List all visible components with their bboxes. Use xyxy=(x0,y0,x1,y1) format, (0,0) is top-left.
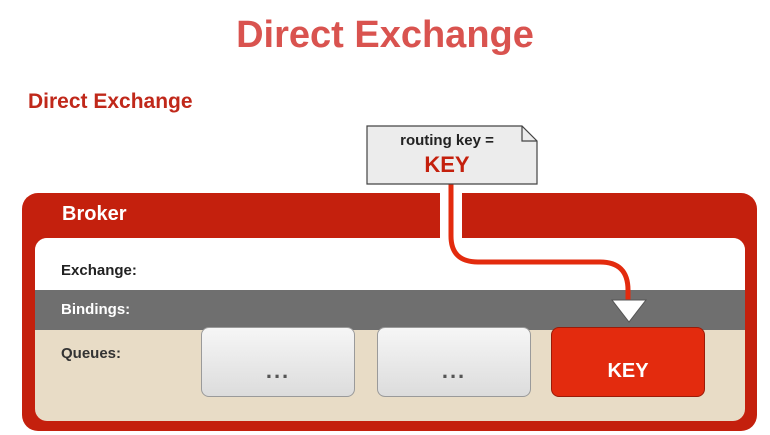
broker-label: Broker xyxy=(62,203,127,225)
queue-2: ... xyxy=(377,327,531,397)
routing-key-value: KEY xyxy=(424,152,470,177)
routing-key-label: routing key = xyxy=(400,132,494,149)
routing-path-line xyxy=(448,179,631,303)
message-note xyxy=(366,125,538,185)
exchange-label: Exchange: xyxy=(61,262,137,279)
queues-label: Queues: xyxy=(61,345,122,362)
note-fold-icon xyxy=(521,126,537,142)
bindings-label: Bindings: xyxy=(61,301,131,318)
page-title: Direct Exchange xyxy=(236,14,534,56)
message-label-group: routing key = KEY xyxy=(367,126,537,184)
queue-1: ... xyxy=(201,327,355,397)
queue-key: KEY xyxy=(551,327,705,397)
binding-arrow-icon xyxy=(610,299,648,323)
diagram-heading: Direct Exchange xyxy=(28,90,193,113)
